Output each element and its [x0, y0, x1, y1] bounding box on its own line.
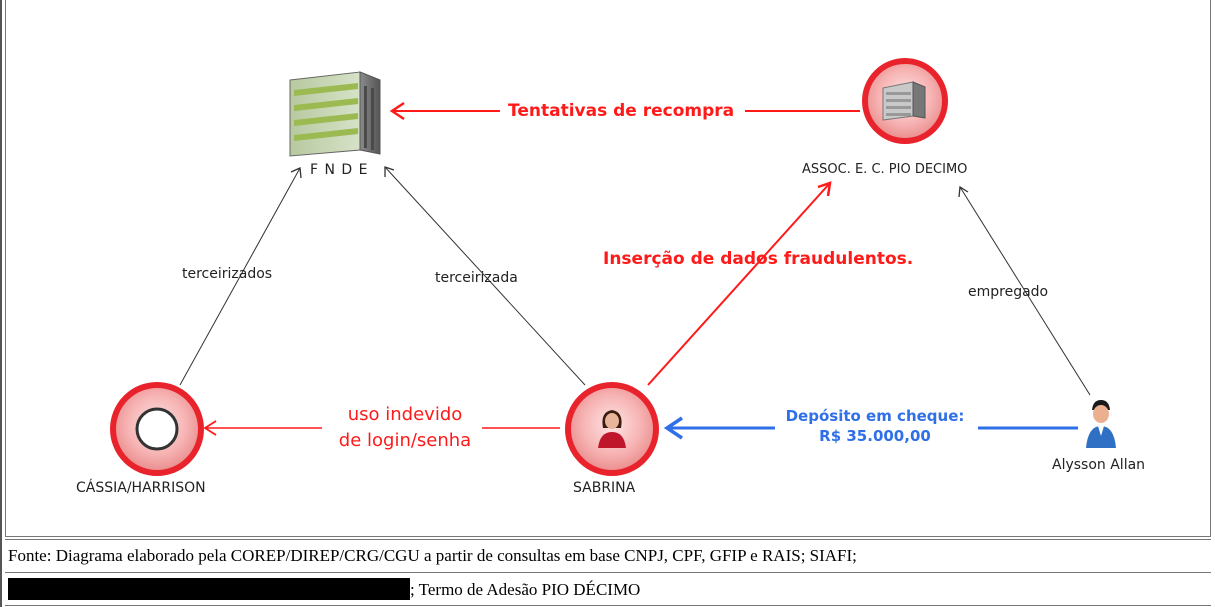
- building-icon: [882, 81, 926, 121]
- edge-label-empregado: empregado: [968, 284, 1049, 300]
- edge-uso-indevido: [203, 420, 560, 436]
- alysson-label: Alysson Allan: [1052, 457, 1146, 473]
- frame-left-border: [0, 0, 2, 607]
- edge-label-deposito-line1: Depósito em cheque:: [785, 407, 965, 425]
- assoc-node: [862, 58, 948, 144]
- caption-line2: ; Termo de Adesão PIO DÉCIMO: [8, 578, 640, 600]
- edge-label-uso-line1: uso indevido: [347, 404, 463, 425]
- edge-label-terceirizada: terceirizada: [435, 270, 518, 286]
- building-icon: [289, 71, 381, 157]
- cassia-node: [110, 382, 204, 476]
- man-icon: [1086, 400, 1116, 448]
- redaction-bar: [8, 578, 410, 600]
- edge-terceirizada: [384, 166, 586, 386]
- frame-right-border: [1210, 0, 1211, 537]
- edge-label-recompra: Tentativas de recompra: [508, 101, 735, 121]
- edge-label-insercao: Inserção de dados fraudulentos.: [603, 249, 914, 269]
- divider-bottom: [5, 605, 1211, 606]
- caption-line2-text: ; Termo de Adesão PIO DÉCIMO: [410, 580, 641, 599]
- sabrina-node: [565, 382, 659, 476]
- edge-recompra: [389, 101, 860, 121]
- edge-label-deposito-line2: R$ 35.000,00: [819, 427, 931, 445]
- edge-terceirizados: [179, 167, 302, 386]
- cassia-label: CÁSSIA/HARRISON: [76, 480, 206, 496]
- relationship-diagram: [110, 58, 1116, 476]
- divider-middle: [5, 572, 1211, 573]
- edge-label-terceirizados: terceirizados: [182, 266, 273, 282]
- edge-empregado: [958, 185, 1091, 396]
- fnde-label: F N D E: [310, 162, 369, 178]
- frame-inner-left-border: [5, 0, 6, 537]
- edge-deposito: [663, 416, 1078, 440]
- divider-top-2: [5, 539, 1211, 540]
- assoc-label: ASSOC. E. C. PIO DECIMO: [802, 162, 968, 177]
- sabrina-label: SABRINA: [573, 480, 636, 496]
- edge-label-uso-line2: de login/senha: [338, 430, 472, 451]
- empty-circle-icon: [135, 407, 179, 451]
- divider-top: [5, 536, 1211, 537]
- edge-insercao: [647, 181, 832, 386]
- woman-icon: [598, 410, 626, 448]
- caption-line1: Fonte: Diagrama elaborado pela COREP/DIR…: [8, 546, 857, 565]
